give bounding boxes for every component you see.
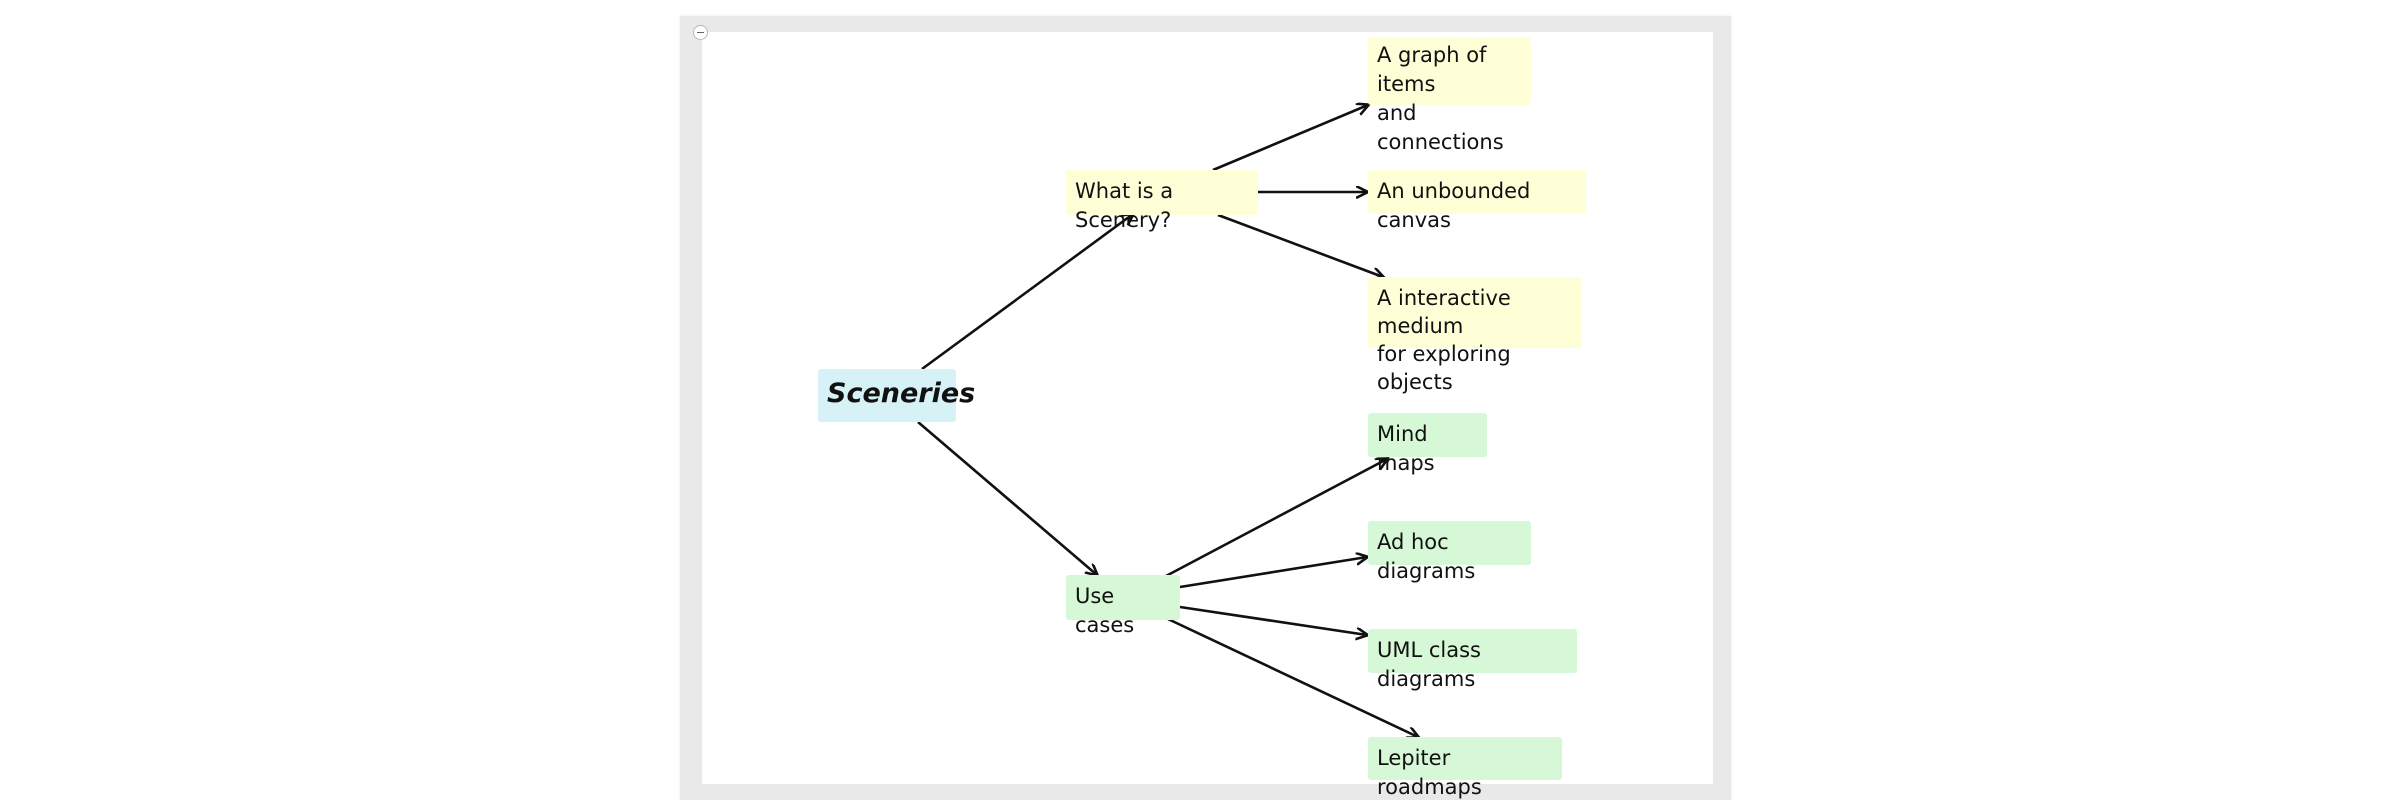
node-lepiter-roadmaps[interactable]: Lepiter roadmaps	[1368, 737, 1562, 799]
minus-icon	[697, 31, 704, 34]
node-what-is-a-scenery[interactable]: What is a Scenery?	[1066, 170, 1258, 232]
node-use-cases[interactable]: Use cases	[1066, 575, 1180, 637]
node-graph-of-items[interactable]: A graph of items and connections	[1368, 37, 1531, 154]
node-sceneries[interactable]: Sceneries	[818, 369, 975, 422]
node-unbounded-canvas[interactable]: An unbounded canvas	[1368, 170, 1586, 232]
node-mind-maps[interactable]: Mind maps	[1368, 413, 1487, 475]
node-uml-class-diagrams[interactable]: UML class diagrams	[1368, 629, 1577, 691]
node-ad-hoc-diagrams[interactable]: Ad hoc diagrams	[1368, 521, 1531, 583]
collapse-icon[interactable]	[693, 25, 708, 40]
node-interactive-medium[interactable]: A interactive medium for exploring objec…	[1368, 277, 1582, 394]
